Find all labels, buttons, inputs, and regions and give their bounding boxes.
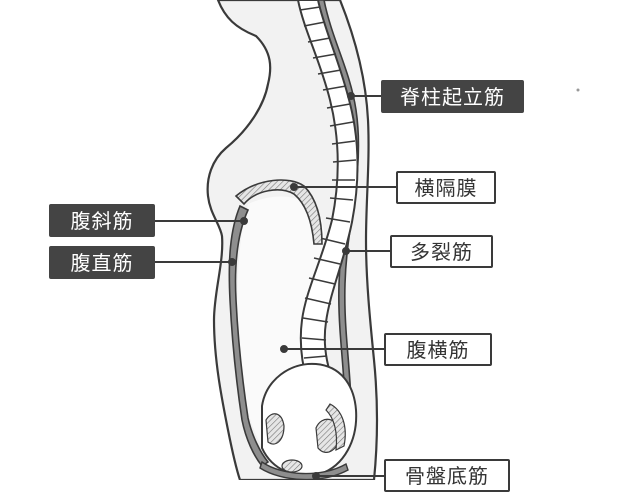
- label-rectus-abdominis: 腹直筋: [49, 246, 155, 279]
- sacrum: [325, 403, 346, 452]
- pelvis-hatch-a: [265, 413, 285, 445]
- core-muscles-diagram: [155, 0, 580, 480]
- stray-dot: [576, 88, 580, 92]
- label-multifidus: 多裂筋: [390, 235, 493, 268]
- label-erector-spinae: 脊柱起立筋: [381, 80, 524, 113]
- label-transversus-abdominis: 腹横筋: [384, 333, 492, 366]
- leader-lines: [155, 92, 396, 480]
- label-pelvic-floor: 骨盤底筋: [384, 459, 510, 492]
- pelvic-floor-detail: [281, 459, 303, 473]
- diaphragm-muscle: [234, 179, 323, 245]
- label-obliques: 腹斜筋: [49, 204, 155, 237]
- abdominal-wall-muscle: [228, 204, 270, 468]
- label-diaphragm: 横隔膜: [396, 171, 496, 204]
